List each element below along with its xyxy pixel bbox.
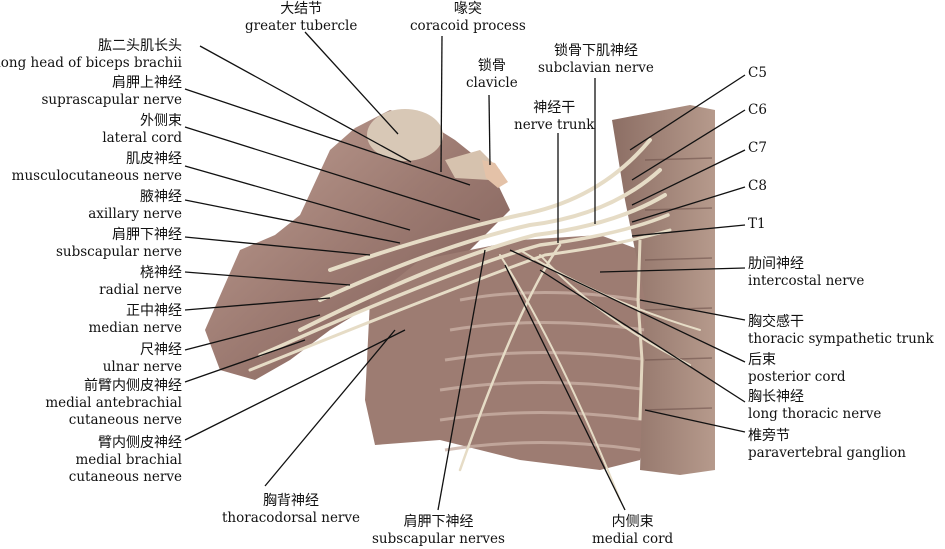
label-t1: T1: [748, 216, 766, 233]
paravertebral-ganglion-zh: 椎旁节: [748, 428, 790, 444]
label-paravertebral-ganglion: 椎旁节 paravertebral ganglion: [748, 428, 906, 462]
subscapular-nerves-zh: 肩胛下神经: [403, 514, 474, 530]
label-lateral-cord: 外侧束 lateral cord: [102, 113, 182, 147]
thoracic-sympathetic-en: thoracic sympathetic trunk: [748, 331, 934, 347]
medial-antebrachial-zh: 前臂内侧皮神经: [84, 378, 182, 394]
suprascapular-nerve-en: suprascapular nerve: [41, 92, 182, 108]
posterior-cord-en: posterior cord: [748, 369, 846, 385]
label-c7: C7: [748, 140, 767, 157]
c6-text: C6: [748, 102, 767, 118]
intercostal-nerve-en: intercostal nerve: [748, 273, 865, 289]
intercostal-nerve-zh: 肋间神经: [748, 256, 804, 272]
posterior-cord-zh: 后束: [748, 352, 776, 368]
label-ulnar-nerve: 尺神经 ulnar nerve: [103, 342, 182, 376]
subscapular-nerves-en: subscapular nerves: [372, 531, 505, 547]
label-long-thoracic: 胸长神经 long thoracic nerve: [748, 389, 881, 423]
c5-text: C5: [748, 65, 767, 81]
medial-cord-en: medial cord: [592, 531, 674, 547]
label-medial-brachial: 臂内侧皮神经 medial brachial cutaneous nerve: [69, 435, 182, 486]
radial-nerve-zh: 桡神经: [140, 265, 182, 281]
label-radial-nerve: 桡神经 radial nerve: [99, 265, 182, 299]
label-nerve-trunk: 神经干 nerve trunk: [514, 100, 595, 134]
lateral-cord-en: lateral cord: [102, 130, 182, 146]
nerve-trunk-en: nerve trunk: [514, 117, 595, 133]
label-thoracic-sympathetic: 胸交感干 thoracic sympathetic trunk: [748, 314, 934, 348]
long-thoracic-en: long thoracic nerve: [748, 406, 882, 422]
sympathetic-chain: [636, 239, 644, 421]
lateral-cord-zh: 外侧束: [140, 113, 182, 129]
label-intercostal-nerve: 肋间神经 intercostal nerve: [748, 256, 864, 290]
c7-text: C7: [748, 140, 767, 156]
clavicle-zh: 锁骨: [477, 58, 506, 74]
long-head-biceps-en: long head of biceps brachii: [0, 55, 182, 71]
coracoid-process-zh: 喙突: [453, 1, 482, 17]
arm-tissue: [205, 110, 510, 380]
vertebral-column: [612, 105, 715, 475]
medial-antebrachial-en1: medial antebrachial: [45, 395, 182, 411]
label-long-head-biceps: 肱二头肌长头 long head of biceps brachii: [0, 38, 182, 72]
nerve-trunk-zh: 神经干: [533, 100, 576, 116]
radial-nerve-en: radial nerve: [99, 282, 182, 298]
greater-tubercle-en: greater tubercle: [245, 18, 358, 34]
subscapular-nerve-zh: 肩胛下神经: [112, 227, 182, 243]
clavicle-bone: [482, 160, 508, 188]
label-c8: C8: [748, 178, 767, 195]
thoracodorsal-nerve-zh: 胸背神经: [263, 493, 319, 509]
leader-lines: [184, 31, 746, 511]
median-nerve-en: median nerve: [88, 320, 182, 336]
clavicle-en: clavicle: [466, 75, 518, 91]
medial-brachial-en1: medial brachial: [75, 452, 183, 468]
subclavian-nerve-en: subclavian nerve: [538, 60, 654, 76]
label-subscapular-nerves: 肩胛下神经 subscapular nerves: [372, 514, 505, 548]
label-subclavian-nerve: 锁骨下肌神经 subclavian nerve: [538, 43, 654, 77]
label-median-nerve: 正中神经 median nerve: [88, 303, 182, 337]
musculocutaneous-nerve-zh: 肌皮神经: [126, 151, 182, 167]
thoracodorsal-nerve-en: thoracodorsal nerve: [222, 510, 360, 526]
label-posterior-cord: 后束 posterior cord: [748, 352, 846, 386]
medial-cord-zh: 内侧束: [611, 514, 654, 530]
label-medial-antebrachial: 前臂内侧皮神经 medial antebrachial cutaneous ne…: [45, 378, 182, 429]
label-musculocutaneous-nerve: 肌皮神经 musculocutaneous nerve: [12, 151, 182, 185]
suprascapular-nerve-zh: 肩胛上神经: [112, 75, 182, 91]
label-coracoid-process: 喙突 coracoid process: [410, 1, 526, 35]
label-c6: C6: [748, 102, 767, 119]
ulnar-nerve-zh: 尺神经: [140, 342, 182, 358]
subclavian-nerve-zh: 锁骨下肌神经: [553, 43, 638, 59]
medial-brachial-zh: 臂内侧皮神经: [98, 435, 182, 451]
long-thoracic-zh: 胸长神经: [748, 389, 804, 405]
label-c5: C5: [748, 65, 767, 82]
greater-tubercle-zh: 大结节: [280, 1, 323, 17]
axillary-nerve-zh: 腋神经: [140, 189, 182, 205]
musculocutaneous-nerve-en: musculocutaneous nerve: [11, 168, 182, 184]
label-axillary-nerve: 腋神经 axillary nerve: [88, 189, 182, 223]
ulnar-nerve-en: ulnar nerve: [102, 359, 182, 375]
paravertebral-ganglion-en: paravertebral ganglion: [748, 445, 906, 461]
medial-brachial-en2: cutaneous nerve: [68, 469, 182, 485]
coracoid-process-en: coracoid process: [410, 18, 526, 34]
medial-antebrachial-en2: cutaneous nerve: [68, 412, 182, 428]
label-greater-tubercle: 大结节 greater tubercle: [245, 1, 357, 35]
c8-text: C8: [748, 178, 767, 194]
label-thoracodorsal-nerve: 胸背神经 thoracodorsal nerve: [222, 493, 360, 527]
median-nerve-zh: 正中神经: [126, 303, 182, 319]
greater-tubercle-bone: [367, 109, 443, 161]
label-subscapular-nerve: 肩胛下神经 subscapular nerve: [56, 227, 182, 261]
label-medial-cord: 内侧束 medial cord: [592, 514, 673, 548]
t1-text: T1: [748, 216, 766, 232]
label-clavicle: 锁骨 clavicle: [466, 58, 518, 92]
label-suprascapular-nerve: 肩胛上神经 suprascapular nerve: [41, 75, 182, 109]
subscapular-nerve-en: subscapular nerve: [55, 244, 182, 260]
axillary-nerve-en: axillary nerve: [88, 206, 182, 222]
thoracic-sympathetic-zh: 胸交感干: [748, 314, 804, 330]
long-head-biceps-zh: 肱二头肌长头: [98, 38, 182, 54]
